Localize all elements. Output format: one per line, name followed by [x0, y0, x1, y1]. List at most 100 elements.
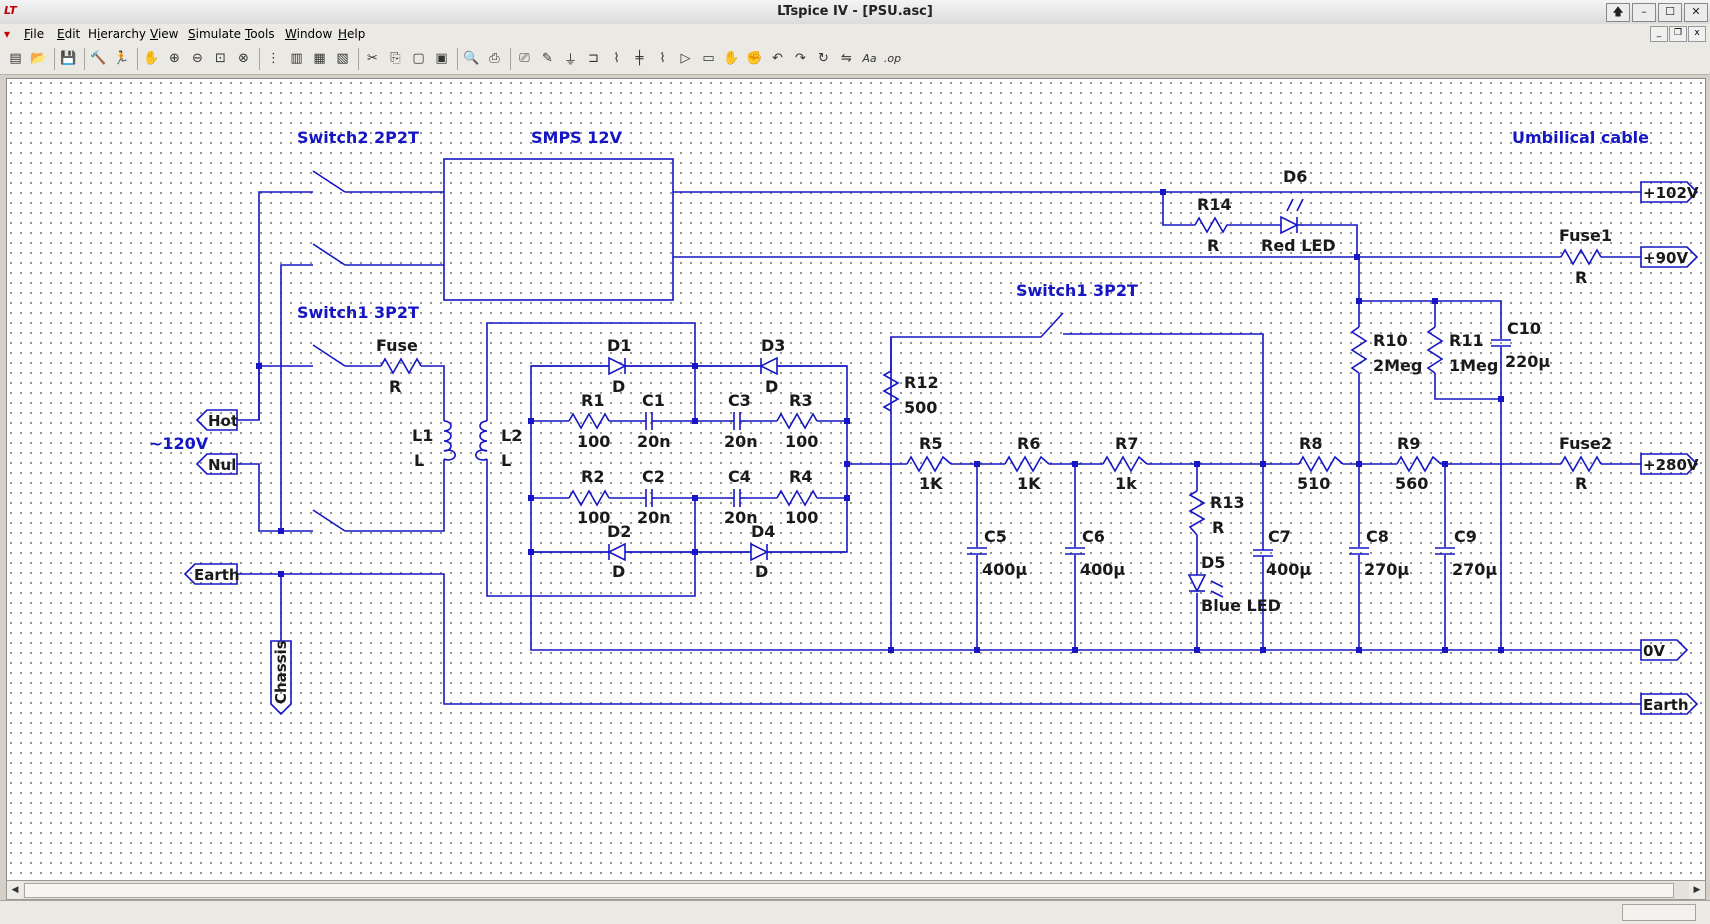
autoscale-icon[interactable]: ⋮: [267, 51, 280, 66]
l1-inductor: [443, 420, 456, 461]
menu-tools[interactable]: Tools: [245, 27, 275, 41]
c4-value: 20n: [724, 508, 758, 527]
find-icon[interactable]: 🔍: [463, 51, 480, 66]
d6-led: [1280, 198, 1305, 235]
minimize-button[interactable]: –: [1632, 3, 1656, 22]
restore-up-button[interactable]: 🡅: [1606, 3, 1630, 22]
halt-icon[interactable]: ✋: [143, 51, 160, 66]
r11-resistor: [1426, 326, 1444, 374]
save-icon[interactable]: 💾: [60, 51, 77, 66]
doc-close-button[interactable]: x: [1688, 26, 1706, 42]
mirror-icon[interactable]: ⇋: [841, 51, 852, 66]
menu-help[interactable]: Help: [338, 27, 366, 41]
port-flags[interactable]: [183, 181, 1699, 716]
wire-icon[interactable]: ✎: [542, 51, 553, 66]
r3-label: R3: [789, 391, 812, 410]
undo-icon[interactable]: ↶: [772, 51, 783, 66]
fuse1-value: R: [1575, 268, 1587, 287]
smps-label: SMPS 12V: [531, 128, 623, 147]
switch1-contacts-left[interactable]: [312, 344, 346, 532]
paste-icon[interactable]: ▣: [435, 51, 448, 66]
inductor-icon[interactable]: ⌇: [659, 51, 666, 66]
print-setup-icon[interactable]: ⎙: [489, 51, 500, 66]
horizontal-scrollbar[interactable]: ◀ ▶: [6, 880, 1706, 900]
diodes[interactable]: [531, 198, 1305, 598]
d2-label: D2: [607, 522, 631, 541]
zoom-in-icon[interactable]: ⊕: [169, 51, 180, 66]
label-net-icon[interactable]: ⊐: [588, 51, 599, 66]
c8-capacitor: [1349, 547, 1369, 555]
d4-value: D: [755, 562, 768, 581]
inductors[interactable]: [443, 420, 488, 461]
status-bar: [0, 900, 1710, 924]
print-icon[interactable]: ⎚: [519, 51, 530, 66]
d1-diode: [531, 356, 695, 376]
scroll-left-button[interactable]: ◀: [7, 881, 23, 899]
cascade-icon[interactable]: ▧: [336, 51, 349, 66]
zoom-cancel-icon[interactable]: ⊗: [238, 51, 249, 66]
menu-file[interactable]: File: [24, 27, 45, 41]
text-icon[interactable]: Aa: [862, 52, 877, 65]
tile-icon[interactable]: ▦: [313, 51, 326, 66]
d6-value: Red LED: [1261, 236, 1336, 255]
scroll-thumb[interactable]: [24, 883, 1674, 898]
zero-v-port: [1640, 639, 1689, 661]
ground-icon[interactable]: ⏚: [563, 53, 577, 68]
smps-block[interactable]: [443, 158, 674, 301]
l2-label: L2: [501, 426, 522, 445]
schematic-drawing[interactable]: Switch2 2P2T SMPS 12V Umbilical cable Sw…: [7, 79, 1705, 887]
capacitor-icon[interactable]: ╪: [635, 51, 644, 66]
vertical-tile-icon[interactable]: ▥: [290, 51, 303, 66]
r5-label: R5: [919, 434, 942, 453]
doc-icon[interactable]: ▾: [4, 27, 11, 41]
doc-restore-button[interactable]: ❐: [1669, 26, 1687, 42]
spice-directive-icon[interactable]: .op: [883, 52, 902, 65]
move-icon[interactable]: ✋: [723, 51, 740, 66]
c3-value: 20n: [724, 432, 758, 451]
r13-resistor: [1188, 490, 1206, 536]
open-icon[interactable]: 📂: [30, 51, 47, 66]
maximize-button[interactable]: ☐: [1658, 3, 1682, 22]
switch1-left-label: Switch1 3P2T: [297, 303, 419, 322]
menu-window[interactable]: Window: [285, 27, 333, 41]
control-panel-icon[interactable]: 🔨: [90, 51, 107, 66]
redo-icon[interactable]: ↷: [795, 51, 806, 66]
zoom-out-icon[interactable]: ⊖: [192, 51, 203, 66]
cut-icon[interactable]: ⎘: [390, 51, 401, 66]
zoom-fit-icon[interactable]: ⊡: [215, 51, 226, 66]
d1-value: D: [612, 377, 625, 396]
switch2-contacts[interactable]: [312, 170, 346, 266]
p90-port-label: +90V: [1643, 249, 1688, 267]
close-button[interactable]: ✕: [1684, 3, 1708, 22]
schematic-canvas[interactable]: Switch2 2P2T SMPS 12V Umbilical cable Sw…: [6, 78, 1706, 888]
menu-view[interactable]: View: [150, 27, 179, 41]
p280-port-label: +280V: [1643, 456, 1699, 474]
component-icon[interactable]: ▭: [702, 51, 715, 66]
switch1-contact-mid[interactable]: [1040, 312, 1064, 338]
toolbar-separator: [457, 48, 458, 70]
r6-label: R6: [1017, 434, 1040, 453]
capacitors[interactable]: [641, 339, 1511, 557]
scroll-right-button[interactable]: ▶: [1689, 881, 1705, 899]
menu-edit[interactable]: Edit: [57, 27, 81, 41]
fuse2-resistor: [1560, 455, 1602, 473]
resistor-icon[interactable]: ⌇: [613, 51, 620, 66]
copy-icon[interactable]: ▢: [412, 51, 425, 66]
run-icon[interactable]: 🏃: [113, 51, 130, 66]
new-schematic-icon[interactable]: ▤: [9, 51, 22, 66]
r2-resistor: [568, 489, 610, 507]
diode-icon[interactable]: ▷: [680, 51, 691, 66]
r8-resistor: [1298, 455, 1344, 473]
close-all-icon[interactable]: ✂: [367, 51, 378, 66]
drag-icon[interactable]: ✊: [746, 51, 763, 66]
menu-simulate[interactable]: Simulate: [188, 27, 242, 41]
doc-minimize-button[interactable]: _: [1650, 26, 1668, 42]
ltspice-app-icon[interactable]: LT: [4, 4, 17, 17]
r8-value: 510: [1297, 474, 1330, 493]
menu-hierarchy[interactable]: Hierarchy: [88, 27, 147, 41]
r10-value: 2Meg: [1373, 356, 1422, 375]
resistors[interactable]: [380, 216, 1602, 536]
r1-label: R1: [581, 391, 604, 410]
r10-label: R10: [1373, 331, 1408, 350]
rotate-icon[interactable]: ↻: [818, 51, 829, 66]
